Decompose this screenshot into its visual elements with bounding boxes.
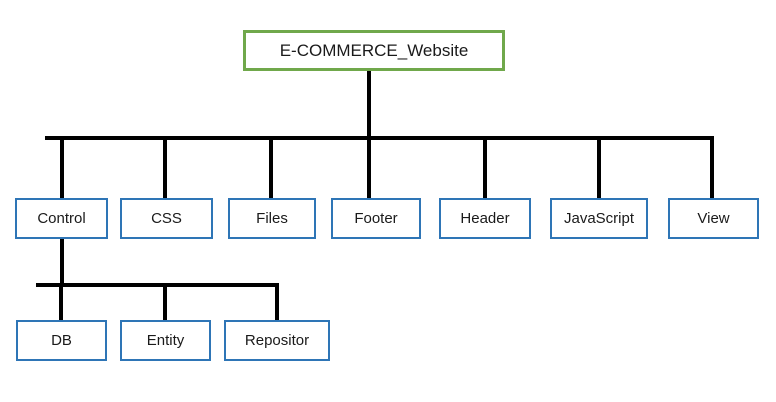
node-label: DB	[51, 332, 72, 349]
node-control[interactable]: Control	[15, 198, 108, 239]
connector-sub-drop-1	[163, 283, 167, 321]
node-files[interactable]: Files	[228, 198, 316, 239]
node-root[interactable]: E-COMMERCE_Website	[243, 30, 505, 71]
node-label: CSS	[151, 210, 182, 227]
node-label: Footer	[354, 210, 398, 227]
node-label: Repositor	[244, 332, 310, 349]
connector-drop-4	[483, 136, 487, 198]
connector-drop-2	[269, 136, 273, 198]
node-repositor[interactable]: Repositor	[224, 320, 330, 361]
node-label: View	[697, 210, 730, 227]
connector-root-stem	[367, 70, 371, 136]
node-label: Files	[256, 210, 288, 227]
connector-drop-0	[60, 136, 64, 198]
node-label: Control	[37, 210, 86, 227]
node-javascript[interactable]: JavaScript	[550, 198, 648, 239]
node-label: JavaScript	[563, 210, 635, 227]
connector-drop-1	[163, 136, 167, 198]
node-header[interactable]: Header	[439, 198, 531, 239]
connector-control-stem	[60, 239, 64, 285]
node-db[interactable]: DB	[16, 320, 107, 361]
connector-sub-drop-2	[275, 283, 279, 321]
node-entity[interactable]: Entity	[120, 320, 211, 361]
node-css[interactable]: CSS	[120, 198, 213, 239]
connector-sub-drop-0	[59, 283, 63, 321]
connector-drop-6	[710, 136, 714, 198]
connector-sub-bus	[36, 283, 277, 287]
node-label: Header	[460, 210, 510, 227]
connector-main-bus	[45, 136, 712, 140]
connector-drop-5	[597, 136, 601, 198]
connector-drop-3	[367, 136, 371, 198]
node-root-label: E-COMMERCE_Website	[279, 40, 469, 60]
node-view[interactable]: View	[668, 198, 759, 239]
node-label: Entity	[146, 332, 185, 349]
node-footer[interactable]: Footer	[331, 198, 421, 239]
